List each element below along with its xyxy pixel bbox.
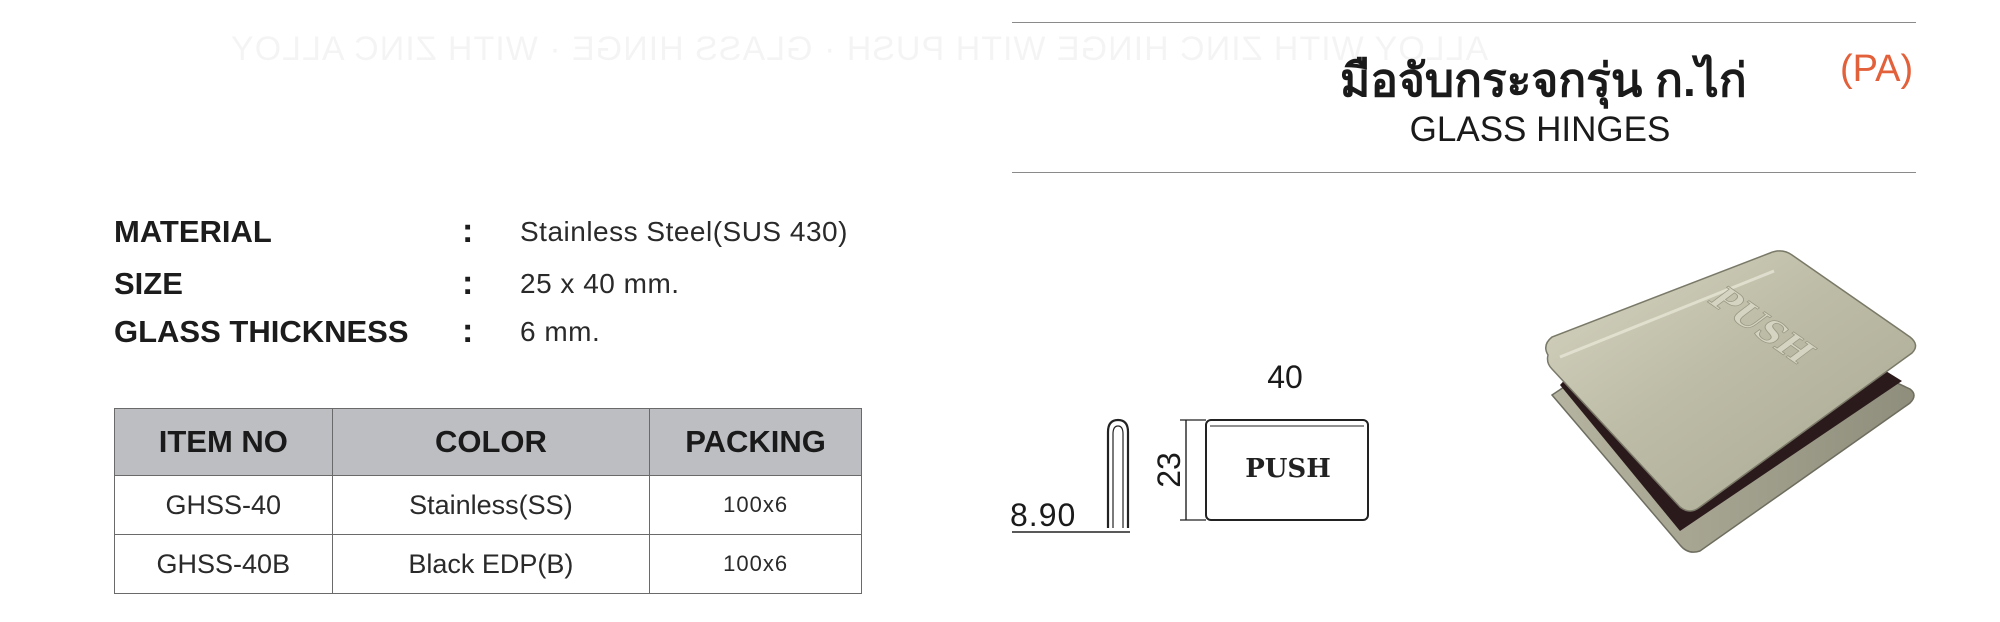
spec-value: 6 mm. bbox=[520, 316, 601, 347]
side-profile-outline bbox=[1106, 418, 1130, 528]
plate-push-label: PUSH bbox=[1245, 454, 1331, 484]
header-divider-top bbox=[1012, 22, 1916, 23]
product-photo: PUSH bbox=[1545, 250, 1917, 553]
top-plate-highlight bbox=[1559, 269, 1775, 359]
front-plate-outline bbox=[1205, 419, 1369, 521]
cell-color: Stainless(SS) bbox=[331, 475, 651, 535]
table-row: GHSS-40B Black EDP(B) 100x6 bbox=[114, 534, 862, 594]
table-header-row: ITEM NO COLOR PACKING bbox=[114, 408, 862, 476]
cell-packing: 100x6 bbox=[649, 534, 862, 594]
column-header-color: COLOR bbox=[331, 408, 651, 476]
spec-row-material: MATERIAL : Stainless Steel(SUS 430) bbox=[114, 212, 894, 258]
header-divider-bottom bbox=[1012, 172, 1916, 173]
cell-color: Black EDP(B) bbox=[331, 534, 651, 594]
column-header-item-no: ITEM NO bbox=[114, 408, 333, 476]
dimension-height-label: 23 bbox=[1151, 452, 1187, 488]
page-title-thai: มือจับกระจกรุ่น ก.ไก่ bbox=[1340, 54, 1747, 106]
cell-item-no: GHSS-40 bbox=[114, 475, 333, 535]
hinge-top-plate bbox=[1545, 250, 1917, 512]
cell-item-no: GHSS-40B bbox=[114, 534, 333, 594]
spec-colon: : bbox=[462, 212, 474, 250]
cell-packing: 100x6 bbox=[649, 475, 862, 535]
spec-label: GLASS THICKNESS bbox=[114, 314, 409, 349]
column-header-packing: PACKING bbox=[649, 408, 862, 476]
table-row: GHSS-40 Stainless(SS) 100x6 bbox=[114, 475, 862, 535]
spec-colon: : bbox=[462, 312, 474, 350]
spec-value: Stainless Steel(SUS 430) bbox=[520, 216, 848, 247]
spec-label: MATERIAL bbox=[114, 214, 272, 249]
spec-row-glass-thickness: GLASS THICKNESS : 6 mm. bbox=[114, 312, 894, 358]
technical-drawing: 40 8.90 23 PUSH bbox=[1010, 360, 1369, 533]
spec-value: 25 x 40 mm. bbox=[520, 268, 680, 299]
spec-row-size: SIZE : 25 x 40 mm. bbox=[114, 264, 894, 310]
page-title-english: GLASS HINGES bbox=[1409, 110, 1671, 149]
dimension-depth-label: 8.90 bbox=[1010, 497, 1076, 533]
side-profile-inner bbox=[1112, 425, 1124, 528]
dimension-width-label: 40 bbox=[1267, 360, 1303, 395]
item-table: ITEM NO COLOR PACKING GHSS-40 Stainless(… bbox=[114, 408, 862, 594]
bleed-through-text: ALLOY WITH ZINC HINGE WITH PUSH · GLASS … bbox=[230, 30, 1488, 69]
spec-label: SIZE bbox=[114, 266, 183, 301]
spec-colon: : bbox=[462, 264, 474, 302]
model-code: (PA) bbox=[1840, 48, 1914, 90]
